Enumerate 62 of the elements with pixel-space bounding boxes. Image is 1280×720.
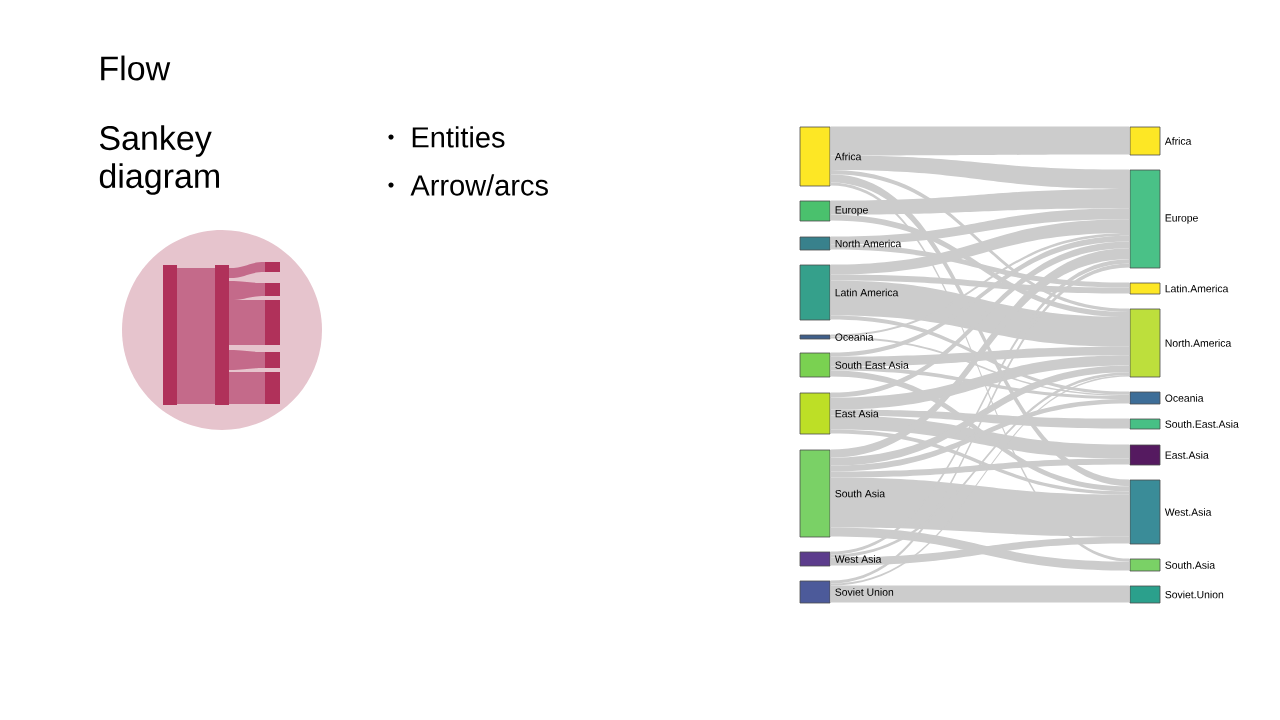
flow-band	[830, 208, 1130, 245]
flow-band	[830, 280, 1130, 347]
node-label: South Asia	[835, 489, 886, 498]
bullet-item: Arrow/arcs	[410, 174, 548, 196]
flow-band	[830, 346, 1130, 367]
node-label: West Asia	[834, 555, 882, 563]
node-label: East.Asia	[1165, 451, 1209, 459]
flow-bar	[799, 580, 831, 604]
node-label: North.America	[1165, 339, 1232, 347]
flow-bar	[799, 236, 831, 251]
flow-bar	[1129, 585, 1161, 604]
flow-band	[830, 477, 1130, 537]
node-label: East Asia	[835, 409, 879, 418]
flow-bar	[799, 551, 831, 567]
flow-band	[830, 241, 1130, 398]
flow-bar	[1129, 418, 1161, 430]
flow-band	[830, 235, 1130, 357]
flow-bar	[799, 352, 831, 378]
node-label: Europe	[1165, 214, 1198, 224]
flow-bar	[1129, 282, 1161, 295]
flow-band	[830, 365, 1130, 466]
flow-band	[830, 248, 1130, 458]
flow-band	[830, 155, 1130, 189]
flow-bar	[1129, 391, 1161, 405]
slide-title: Flow	[101, 55, 171, 81]
flow-bar	[799, 200, 831, 222]
node-label: Africa	[834, 152, 862, 161]
node-label: Africa	[1164, 137, 1192, 145]
node-label: North America	[835, 239, 902, 248]
flow-bar	[1129, 444, 1161, 466]
flow-band	[830, 458, 1130, 478]
flow-band	[830, 536, 1130, 566]
node-label: Oceania	[1165, 394, 1204, 402]
flow-bar	[799, 449, 831, 538]
flow-band	[830, 355, 1130, 410]
flow-bar	[799, 334, 831, 340]
flow-bar	[1129, 308, 1161, 378]
node-label: West.Asia	[1164, 508, 1212, 516]
node-label: Soviet.Union	[1165, 590, 1224, 599]
node-label: Soviet Union	[835, 588, 894, 596]
flow-band	[830, 219, 1130, 275]
flow-bar	[1129, 169, 1161, 269]
node-label: South.East.Asia	[1165, 420, 1239, 428]
flow-band	[830, 233, 1130, 337]
node-label: Latin.America	[1165, 284, 1229, 293]
flow-band	[830, 188, 1130, 215]
flow-band	[830, 585, 1130, 603]
flow-band	[830, 126, 1130, 156]
bullet-item: Entities	[412, 126, 505, 148]
flow-bar	[1129, 479, 1161, 545]
node-label: South East Asia	[835, 361, 909, 369]
flow-bar	[1129, 126, 1161, 156]
flow-bar	[799, 126, 831, 187]
flow-bar	[799, 264, 831, 321]
node-label: Oceania	[835, 333, 874, 341]
node-label: South.Asia	[1165, 561, 1216, 569]
flow-bar	[1129, 558, 1161, 572]
flow-band	[830, 399, 1130, 472]
node-label: Europe	[835, 206, 868, 216]
node-label: Latin America	[835, 288, 899, 297]
heading-text: Sankey diagram	[99, 125, 219, 195]
flow-bar	[799, 392, 831, 435]
